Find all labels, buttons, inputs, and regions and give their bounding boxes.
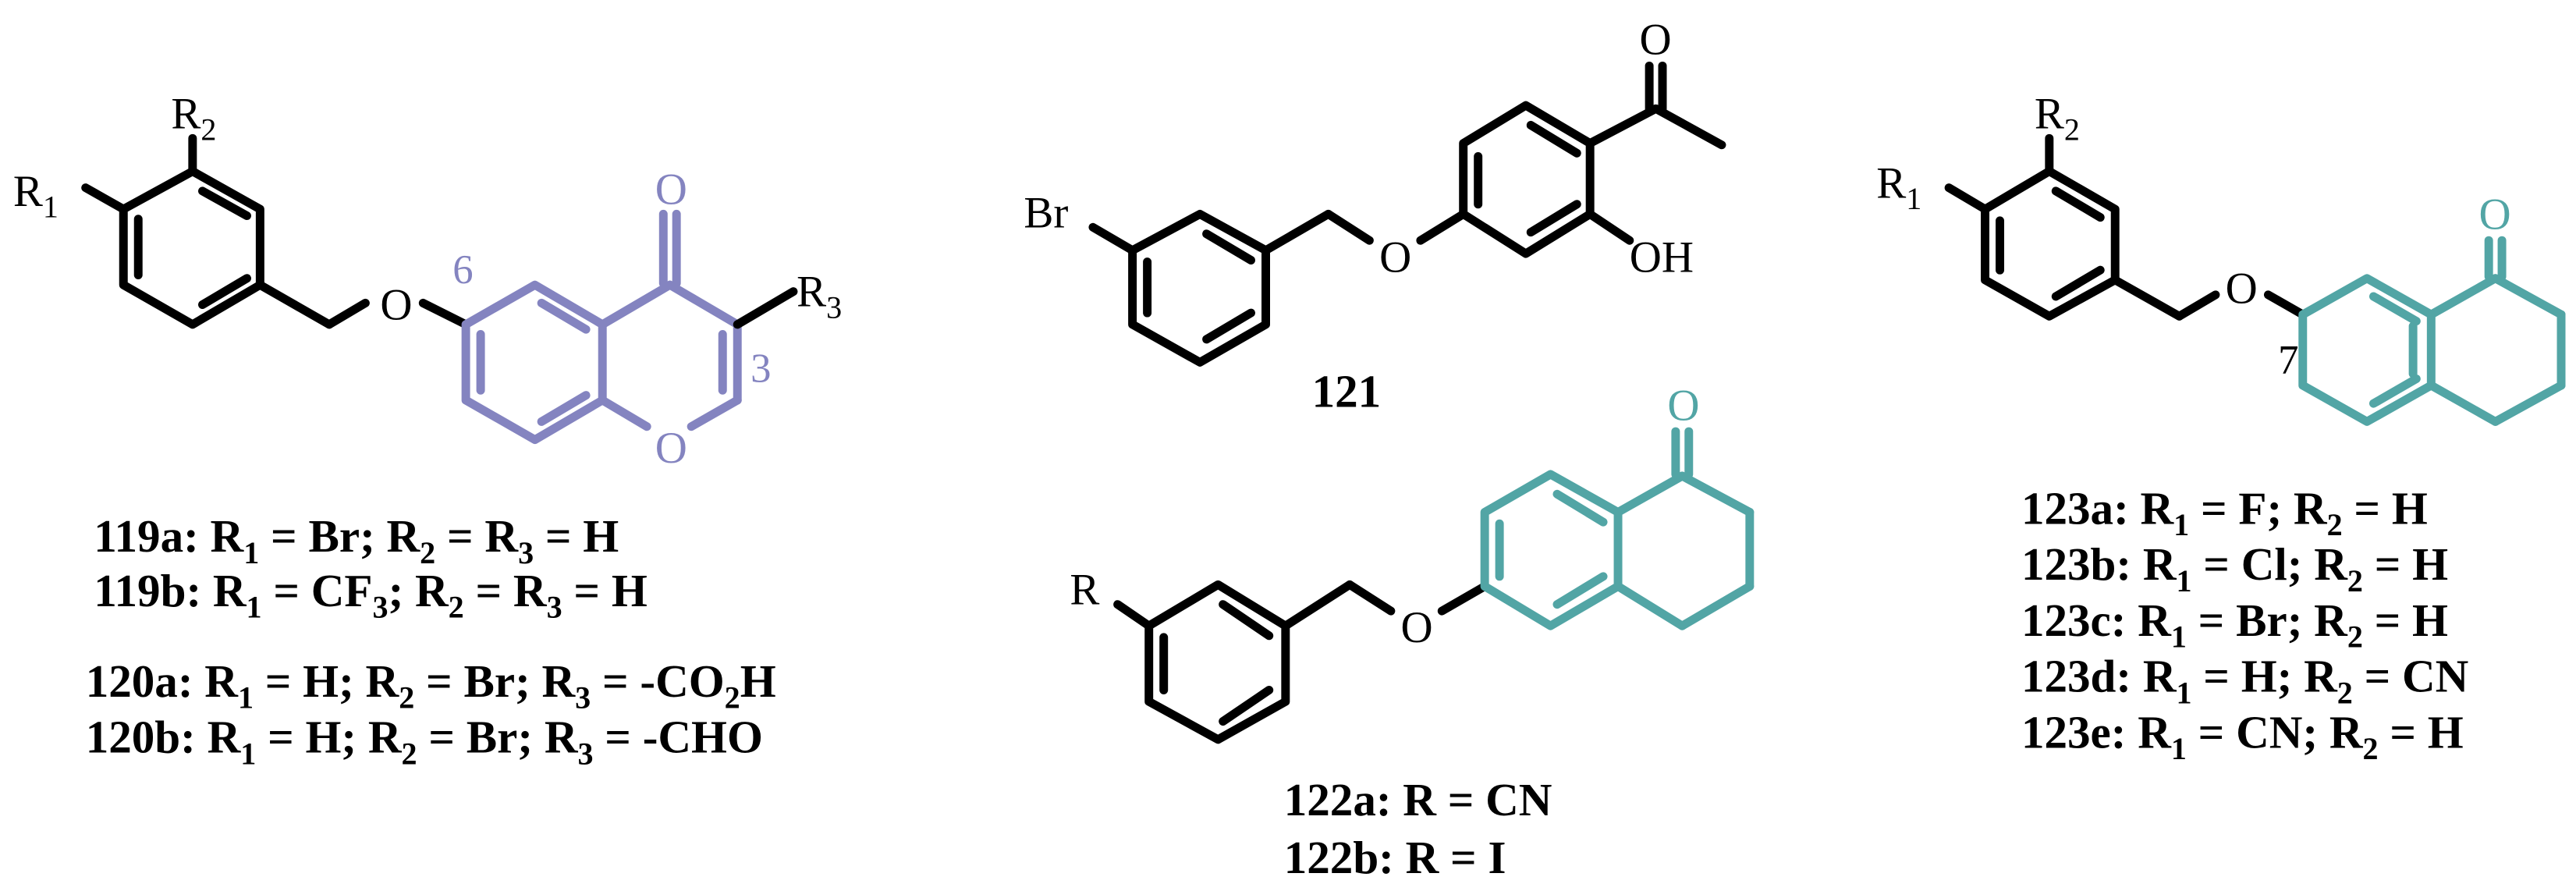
entry-120b: 120b: R1 = H; R2 = Br; R3 = -CHO: [86, 712, 763, 772]
bromine-label: Br: [1024, 188, 1068, 237]
entry-122a: 122a: R = CN: [1284, 774, 1552, 825]
ether-oxygen-label: O: [1379, 233, 1411, 282]
entry-123a: 123a: R1 = F; R2 = H: [2021, 482, 2428, 542]
compound-119-120-legend: 119a: R1 = Br; R2 = R3 = H 119b: R1 = CF…: [86, 510, 776, 771]
ring-oxygen-label: O: [655, 424, 687, 473]
r1-label: R1: [13, 167, 59, 225]
entry-123c: 123c: R1 = Br; R2 = H: [2021, 595, 2448, 655]
entry-122b: 122b: R = I: [1284, 832, 1506, 883]
entry-123d: 123d: R1 = H; R2 = CN: [2021, 651, 2468, 711]
structure-119-120: R1 R2 O 6 O O 3 R3 119a: R1 = Br; R2 = R…: [13, 90, 842, 772]
tetralone-core: [2298, 236, 2566, 426]
benzyl-ring: [1113, 580, 1489, 744]
carbonyl-oxygen-label: O: [2479, 190, 2511, 239]
position-7-label: 7: [2278, 338, 2298, 383]
r-label: R: [1070, 566, 1099, 615]
compound-122-legend: 122a: R = CN 122b: R = I: [1284, 774, 1552, 883]
carbonyl-oxygen-label: O: [655, 165, 687, 215]
structure-123: R1 R2 O 7 O 123a: R1 = F; R2 = H 123b: R…: [1876, 90, 2566, 766]
entry-123b: 123b: R1 = Cl; R2 = H: [2021, 538, 2448, 598]
position-6-label: 6: [452, 247, 473, 293]
r1-label: R1: [1876, 158, 1921, 216]
entry-119b: 119b: R1 = CF3; R2 = R3 = H: [94, 565, 648, 625]
position-3-label: 3: [750, 346, 771, 392]
structure-121: Br O O OH 121: [1024, 16, 1726, 417]
ether-oxygen-label: O: [380, 281, 412, 330]
carbonyl-oxygen-label: O: [1639, 16, 1671, 65]
tetralone-core: [1480, 427, 1755, 630]
r2-label: R2: [2035, 90, 2080, 147]
entry-123e: 123e: R1 = CN; R2 = H: [2021, 706, 2464, 766]
compound-121-label: 121: [1312, 365, 1382, 417]
hydroxyl-label: OH: [1630, 233, 1694, 282]
r3-bond: [733, 287, 798, 329]
chromone-core: [461, 209, 742, 445]
structure-122: R O O 122a: R = CN 122b: R = I: [1070, 381, 1755, 883]
r3-label: R3: [797, 268, 842, 325]
ether-oxygen-label: O: [2226, 264, 2258, 313]
structure-121-bonds: [1088, 61, 1726, 367]
carbonyl-oxygen-label: O: [1667, 381, 1699, 430]
r2-label: R2: [171, 90, 216, 147]
entry-119a: 119a: R1 = Br; R2 = R3 = H: [94, 510, 619, 570]
benzyl-ring: [1944, 133, 2308, 321]
entry-120a: 120a: R1 = H; R2 = Br; R3 = -CO2H: [86, 655, 776, 715]
compound-123-legend: 123a: R1 = F; R2 = H 123b: R1 = Cl; R2 =…: [2021, 482, 2468, 766]
ether-oxygen-label: O: [1401, 603, 1433, 652]
benzyl-ring: [81, 133, 470, 329]
